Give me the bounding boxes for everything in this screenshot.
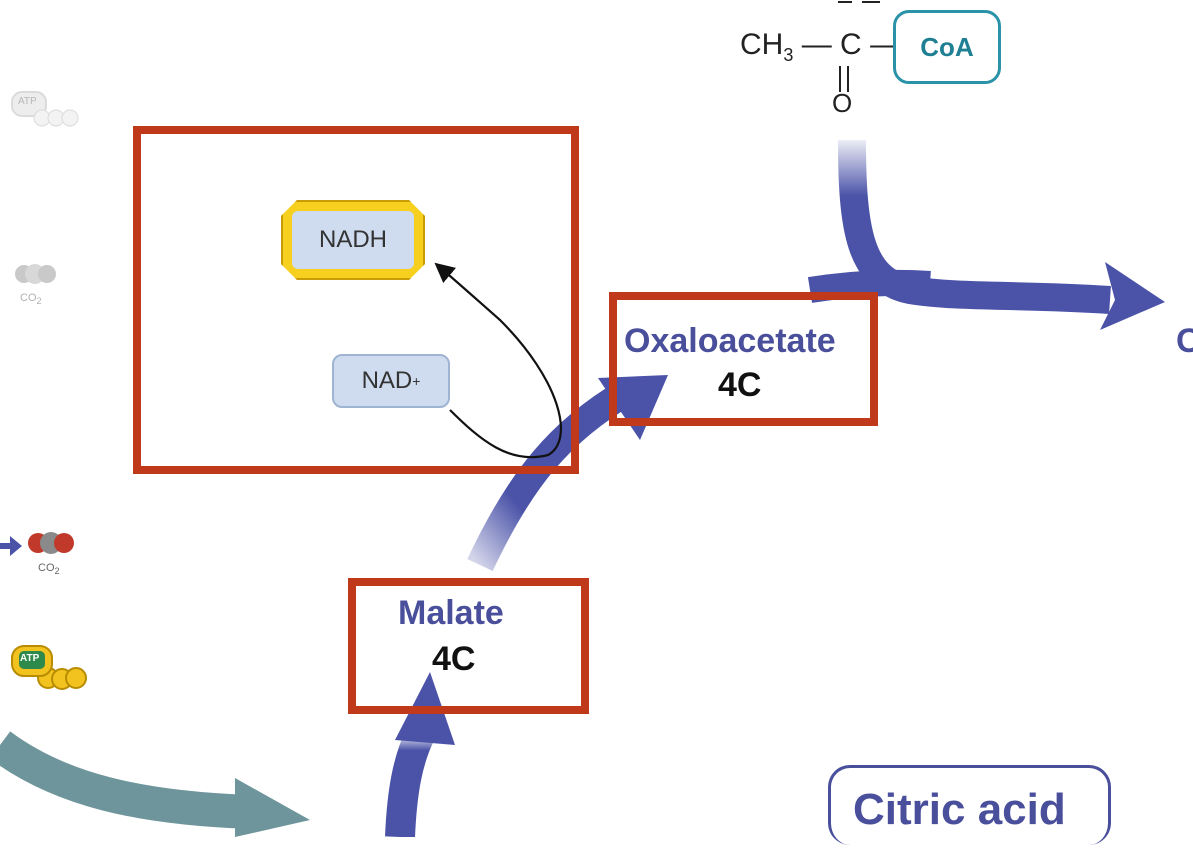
malate-to-oxaloacetate-arc bbox=[467, 377, 637, 571]
carbonyl-oxygen: O bbox=[832, 88, 853, 118]
highlight-box-oxaloacetate bbox=[609, 292, 878, 426]
carbonyl-carbon: C bbox=[840, 28, 862, 61]
fumarate-to-malate-arc bbox=[385, 728, 434, 837]
cycle-title-label: Citric acid bbox=[828, 765, 1111, 845]
malate-carbons: 4C bbox=[432, 640, 476, 678]
nad-plus-label: NAD+ bbox=[332, 354, 450, 408]
nadh-label: NADH bbox=[292, 211, 414, 269]
highlight-box-nad-reaction bbox=[133, 126, 579, 474]
atp-label: ATP bbox=[20, 653, 40, 664]
methyl-group: CH3 bbox=[740, 28, 794, 65]
nad-to-nadh-arrow bbox=[434, 262, 562, 459]
co2-faded-icon bbox=[15, 264, 56, 284]
atp-faded-label: ATP bbox=[18, 96, 37, 107]
oxaloacetate-to-citrate-arc bbox=[807, 269, 931, 303]
nadh-badge: NADH bbox=[281, 200, 425, 280]
main-arrowhead-right bbox=[1100, 262, 1165, 330]
oxaloacetate-carbons: 4C bbox=[718, 366, 762, 404]
bond-dash: — bbox=[801, 28, 832, 61]
co2-faded-label: CO2 bbox=[20, 292, 42, 307]
co2-label: CO2 bbox=[38, 562, 60, 577]
acetyl-group-formula: CH3 — C — bbox=[740, 28, 900, 66]
input-arrow-lower-left bbox=[0, 731, 251, 829]
oxaloacetate-name: Oxaloacetate bbox=[624, 322, 836, 360]
atp-faded-icon bbox=[11, 91, 79, 127]
co2-icon bbox=[28, 532, 74, 554]
input-arrowhead-lower-left bbox=[235, 778, 310, 837]
atp-icon bbox=[11, 645, 87, 690]
malate-name: Malate bbox=[398, 594, 504, 632]
coa-label: CoA bbox=[893, 10, 1001, 84]
citrate-partial-label: C bbox=[1176, 322, 1193, 360]
highlight-box-malate bbox=[348, 578, 589, 714]
